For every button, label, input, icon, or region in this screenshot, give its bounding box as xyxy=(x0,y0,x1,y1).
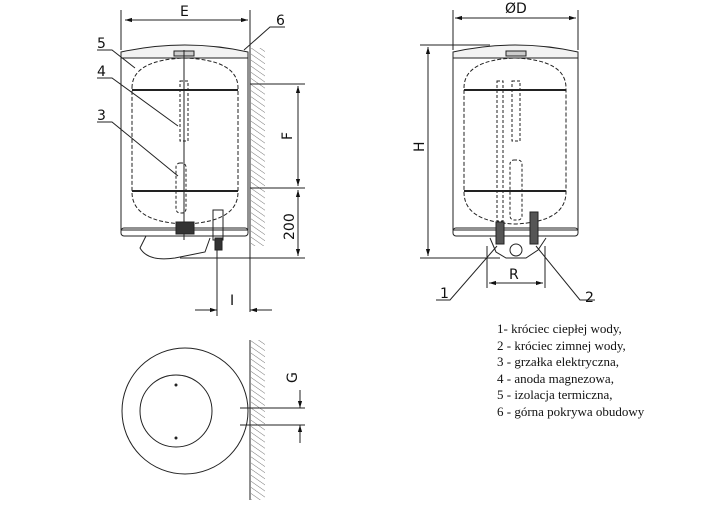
front-view xyxy=(420,10,595,301)
dim-i-label: I xyxy=(230,293,234,309)
legend-item: 5 - izolacja termiczna, xyxy=(497,387,613,402)
callout-3: 3 xyxy=(97,108,106,124)
wall-hatch xyxy=(251,48,265,246)
dim-r-label: R xyxy=(509,267,519,283)
bottom-cover xyxy=(139,235,211,260)
legend-item: 6 - górna pokrywa obudowy xyxy=(497,403,645,419)
callout-6: 6 xyxy=(276,13,285,29)
dim-f-label: F xyxy=(280,132,296,140)
legend-item: 2 - króciec zimnej wody, xyxy=(497,337,626,353)
legend-item: 1- króciec ciepłej wody, xyxy=(497,321,622,336)
dim-g-label: G xyxy=(285,372,301,383)
callout-5: 5 xyxy=(97,36,106,52)
inner-tank xyxy=(131,57,239,225)
legend-item: 4 - anoda magnezowa, xyxy=(497,370,614,386)
dim-h-label: H xyxy=(412,141,428,152)
callout-2: 2 xyxy=(585,290,594,306)
top-view xyxy=(121,340,305,500)
dim-e-label: E xyxy=(180,4,189,20)
dim-200-label: 200 xyxy=(282,213,298,240)
side-view xyxy=(97,10,305,316)
callout-4: 4 xyxy=(97,64,106,80)
legend: 1- króciec ciepłej wody, 2 - króciec zim… xyxy=(497,321,644,420)
heater xyxy=(175,162,187,214)
legend-item: 3 - grzałka elektryczna, xyxy=(497,354,619,369)
callout-1: 1 xyxy=(440,286,449,302)
dim-diameter-label: ØD xyxy=(505,1,527,17)
